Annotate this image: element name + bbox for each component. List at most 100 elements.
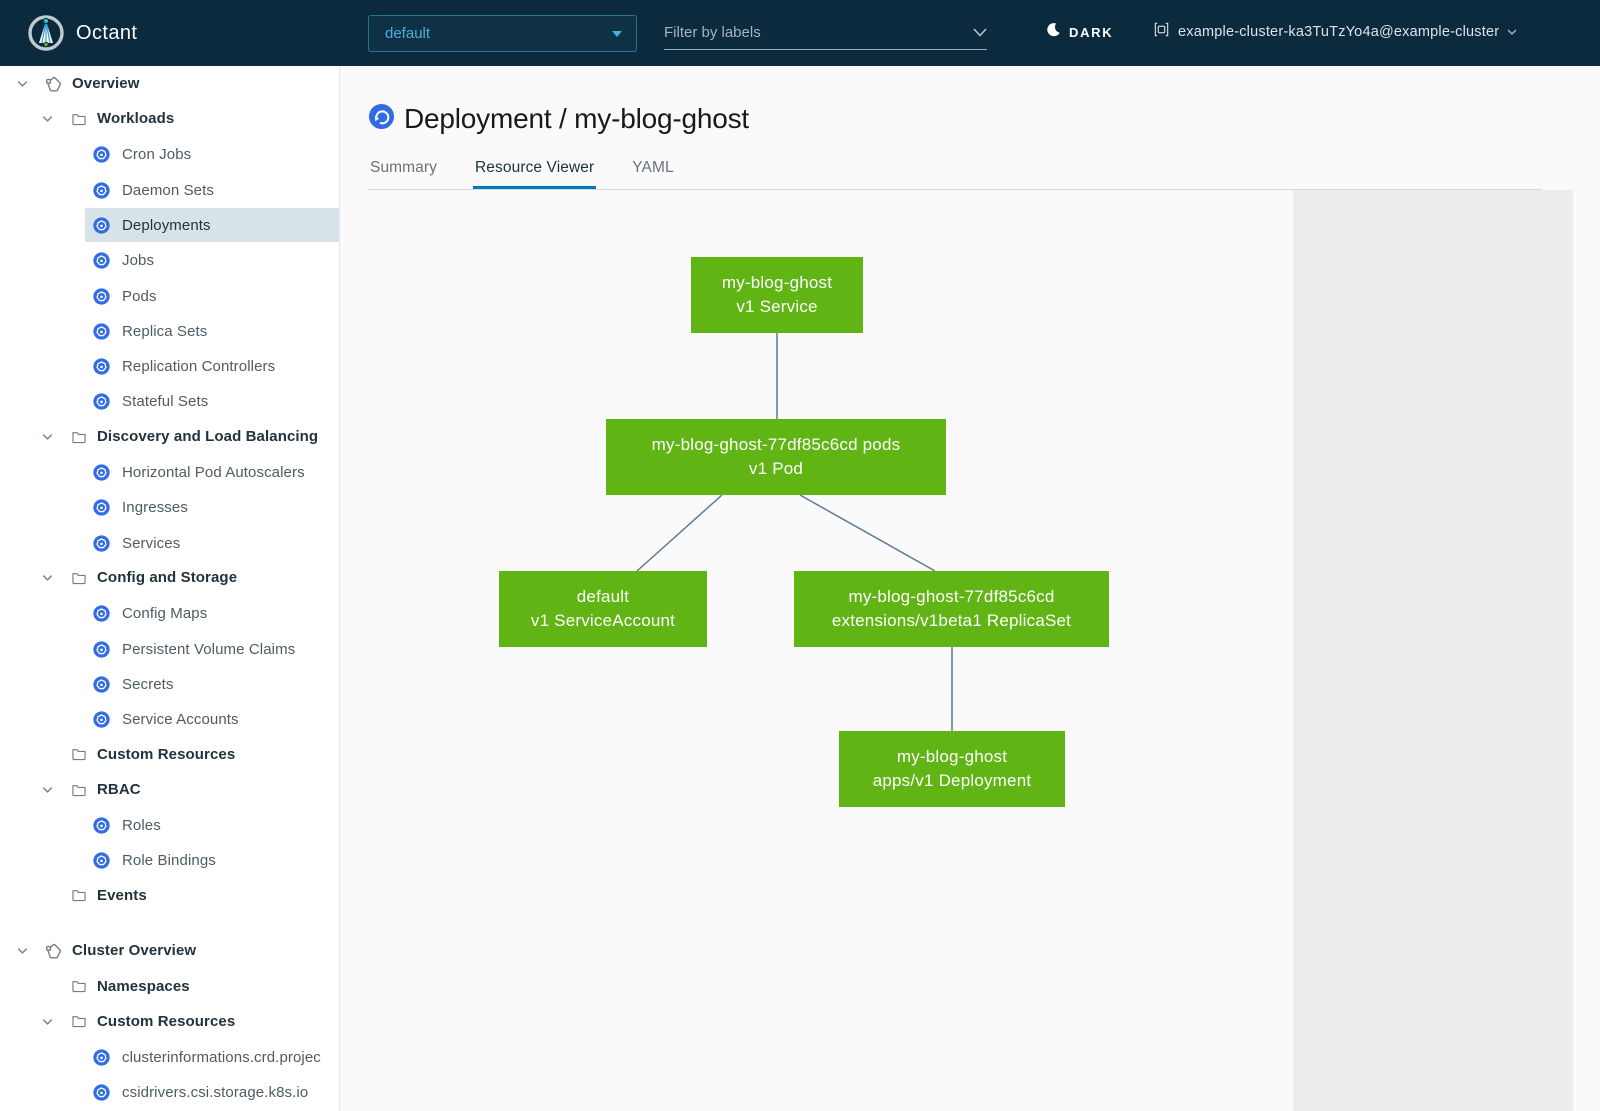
graph-node-serviceaccount[interactable]: default v1 ServiceAccount [499,571,707,647]
folder-icon [71,746,87,762]
tab-resource-viewer[interactable]: Resource Viewer [473,151,597,189]
chevron-down-icon [1507,29,1517,35]
folder-icon [71,111,87,127]
sidebar-item-csidrivers-csi-storage-k8s-io[interactable]: csidrivers.csi.storage.k8s.io [85,1076,339,1110]
chevron-down-icon [40,111,56,127]
persistent-volume-claims-icon [93,640,110,658]
node-kind: v1 Service [736,297,818,316]
sidebar-item-cluster-overview[interactable]: Cluster Overview [0,933,339,968]
sidebar-item-label: Ingresses [122,499,188,517]
sidebar-item-jobs[interactable]: Jobs [85,244,339,278]
deployment-icon [368,103,395,135]
services-icon [93,534,110,552]
sidebar-item-persistent-volume-claims[interactable]: Persistent Volume Claims [85,632,339,666]
graph-node-replicaset[interactable]: my-blog-ghost-77df85c6cd extensions/v1be… [794,571,1109,647]
app-header: Octant default DARK example-c [0,0,1600,66]
tab-yaml[interactable]: YAML [630,151,675,189]
cluster-context-menu[interactable]: example-cluster-ka3TuTzYo4a@example-clus… [1153,21,1517,43]
dark-theme-toggle[interactable]: DARK [1046,22,1113,42]
sidebar-item-pods[interactable]: Pods [85,279,339,313]
node-name: default [576,587,630,607]
chevron-down-icon [15,943,31,959]
sidebar-item-label: Role Bindings [122,852,216,870]
graph-node-service[interactable]: my-blog-ghost v1 Service [691,257,863,333]
sidebar-item-deployments[interactable]: Deployments [85,208,339,243]
sidebar-item-replica-sets[interactable]: Replica Sets [85,314,339,348]
sidebar-item-label: Workloads [97,110,175,128]
graph-edges [636,333,953,731]
sidebar-item-label: Service Accounts [122,711,239,729]
sidebar-item-ingresses[interactable]: Ingresses [85,491,339,525]
graph-node-pods[interactable]: my-blog-ghost-77df85c6cd pods v1 Pod [606,419,946,495]
sidebar-item-label: Config Maps [122,605,208,623]
sidebar-item-label: Replica Sets [122,322,208,340]
side-gutter-panel [1293,190,1573,1111]
label-filter [664,16,987,50]
namespace-select[interactable]: default [368,15,637,52]
sidebar-item-rbac[interactable]: RBAC [0,772,339,807]
sidebar-item-horizontal-pod-autoscalers[interactable]: Horizontal Pod Autoscalers [85,456,339,490]
sidebar-item-role-bindings[interactable]: Role Bindings [85,844,339,878]
node-name: my-blog-ghost [721,273,833,293]
sidebar-item-label: Pods [122,287,157,305]
edge-pods-replicaset [799,494,936,572]
sidebar-item-label: Deployments [122,216,211,234]
moon-icon [1046,22,1061,42]
node-name: my-blog-ghost-77df85c6cd pods [651,435,901,455]
secrets-icon [93,676,110,693]
sidebar-item-label: Custom Resources [97,745,236,763]
sidebar-item-workloads[interactable]: Workloads [0,101,339,136]
cron-jobs-icon [93,146,110,164]
sidebar-item-events[interactable]: Events [0,878,339,913]
chevron-down-icon [40,570,56,586]
sidebar-item-discovery-and-load-balancing[interactable]: Discovery and Load Balancing [0,419,339,454]
sidebar-item-roles[interactable]: Roles [85,809,339,843]
app-title: Octant [76,21,138,44]
sidebar-item-custom-resources[interactable]: Custom Resources [0,737,339,772]
sidebar-item-label: Daemon Sets [122,181,214,199]
node-kind: v1 ServiceAccount [530,611,676,630]
sidebar-item-label: Overview [72,75,140,93]
folder-icon [71,570,87,586]
sidebar-item-daemon-sets[interactable]: Daemon Sets [85,173,339,207]
caret-down-icon [612,30,622,37]
octant-logo-icon [27,14,65,52]
pods-icon [93,287,110,305]
daemon-sets-icon [93,182,110,199]
role-bindings-icon [93,852,110,869]
sidebar-item-label: Cron Jobs [122,146,192,164]
sidebar-item-label: Cluster Overview [72,942,197,960]
sidebar-item-clusterinformations-crd-projec[interactable]: clusterinformations.crd.projec [85,1040,339,1074]
chevron-down-icon [40,782,56,798]
sidebar-item-secrets[interactable]: Secrets [85,667,339,701]
chevron-down-icon [40,1013,56,1029]
main-content: Deployment / my-blog-ghost Summary Resou… [340,66,1600,1111]
deployments-icon [93,217,110,234]
tab-bar: Summary Resource Viewer YAML [368,151,1542,190]
sidebar-item-label: RBAC [97,781,141,799]
graph-node-deployment[interactable]: my-blog-ghost apps/v1 Deployment [839,731,1065,807]
sidebar-item-config-maps[interactable]: Config Maps [85,597,339,631]
resource-viewer-graph: my-blog-ghost v1 Service my-blog-ghost-7… [340,190,1600,1111]
horizontal-pod-autoscalers-icon [93,464,110,481]
ingresses-icon [93,499,110,517]
sidebar-item-config-and-storage[interactable]: Config and Storage [0,560,339,595]
sidebar-item-service-accounts[interactable]: Service Accounts [85,703,339,737]
sidebar-item-label: Namespaces [97,977,190,995]
folder-icon [71,1013,87,1029]
sidebar-item-stateful-sets[interactable]: Stateful Sets [85,385,339,419]
label-filter-input[interactable] [664,24,967,41]
sidebar-item-namespaces[interactable]: Namespaces [0,968,339,1003]
sidebar-item-cron-jobs[interactable]: Cron Jobs [85,138,339,172]
sidebar-item-services[interactable]: Services [85,526,339,560]
node-kind: v1 Pod [748,459,804,478]
sidebar-item-overview[interactable]: Overview [0,66,339,101]
sidebar-item-custom-resources[interactable]: Custom Resources [0,1004,339,1039]
sidebar-item-replication-controllers[interactable]: Replication Controllers [85,350,339,384]
tab-summary[interactable]: Summary [368,151,439,189]
sidebar-item-label: Jobs [122,252,155,270]
page-title: Deployment / my-blog-ghost [404,103,749,134]
chevron-down-icon[interactable] [973,24,987,42]
sidebar-item-label: Custom Resources [97,1012,236,1030]
folder-icon [71,978,87,994]
